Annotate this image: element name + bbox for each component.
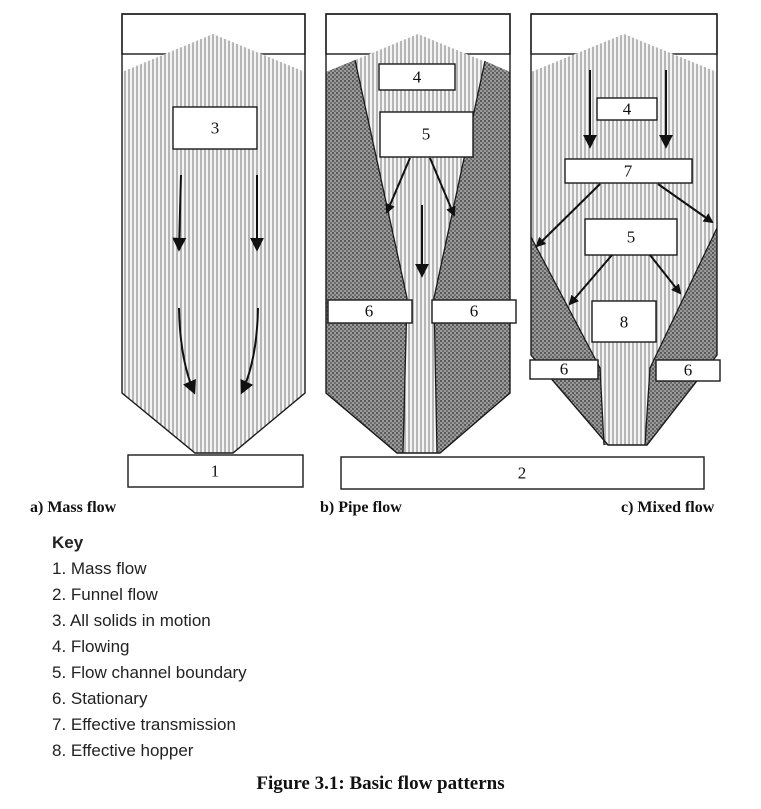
pipe-flow-box-4 bbox=[378, 63, 456, 91]
mass-flow-curve-left bbox=[178, 307, 196, 395]
mixed-flow-box-5 bbox=[584, 218, 678, 256]
mixed-flow-pointer-5-left bbox=[568, 254, 613, 306]
mixed-flow-label-7: 7 bbox=[624, 162, 633, 181]
pipe-flow-box-6-left bbox=[327, 299, 413, 324]
key-item-8: 8. Effective hopper bbox=[52, 741, 194, 760]
pipe-flow-stationary-right bbox=[434, 61, 510, 453]
mass-flow-label-3: 3 bbox=[211, 119, 220, 138]
mass-flow-box-3 bbox=[172, 106, 258, 150]
mass-flow-bin-outline bbox=[121, 13, 306, 454]
pipe-flow-label-4: 4 bbox=[413, 68, 422, 87]
mixed-flow-diagram: 4 7 5 8 6 6 c) Mixed flow bbox=[529, 13, 721, 516]
key-item-1: 1. Mass flow bbox=[52, 559, 147, 578]
pipe-flow-label-2: 2 bbox=[518, 464, 527, 483]
pipe-flow-label-6-left: 6 bbox=[365, 302, 374, 321]
pipe-flow-boundary-left bbox=[354, 59, 408, 454]
mixed-flow-stationary-left bbox=[531, 237, 608, 445]
mass-flow-arrow-left bbox=[172, 174, 187, 252]
pipe-flow-stationary-left bbox=[326, 60, 407, 453]
pipe-flow-box-6-right bbox=[431, 299, 517, 324]
mixed-flow-boundary-left bbox=[530, 236, 605, 446]
mass-flow-caption: a) Mass flow bbox=[30, 499, 117, 516]
key-title: Key bbox=[52, 533, 84, 552]
key-item-4: 4. Flowing bbox=[52, 637, 130, 656]
mixed-flow-label-8: 8 bbox=[620, 313, 629, 332]
mass-flow-diagram: 3 1 a) Mass flow bbox=[30, 13, 306, 516]
mixed-flow-bin-outline bbox=[530, 13, 718, 446]
mixed-flow-label-6-right: 6 bbox=[684, 361, 693, 380]
mixed-flow-label-5: 5 bbox=[627, 228, 636, 247]
mixed-flow-pointer-5-right bbox=[649, 254, 682, 295]
key-legend: Key 1. Mass flow 2. Funnel flow 3. All s… bbox=[52, 530, 247, 764]
key-item-2: 2. Funnel flow bbox=[52, 585, 158, 604]
mixed-flow-box-4 bbox=[596, 97, 658, 121]
mixed-flow-caption: c) Mixed flow bbox=[621, 499, 715, 516]
pipe-flow-diagram: 4 5 6 6 2 b) Pipe flow bbox=[320, 13, 705, 516]
mixed-flow-pointer-7-right bbox=[657, 183, 714, 224]
pipe-flow-label-5: 5 bbox=[422, 125, 431, 144]
mass-flow-label-1: 1 bbox=[211, 462, 220, 481]
pipe-flow-box-5 bbox=[379, 111, 474, 158]
mass-flow-material bbox=[122, 34, 305, 453]
key-item-7: 7. Effective transmission bbox=[52, 715, 236, 734]
pipe-flow-label-6-right: 6 bbox=[470, 302, 479, 321]
mixed-flow-box-6-left bbox=[529, 359, 599, 380]
mass-flow-curve-right bbox=[240, 307, 259, 395]
mixed-flow-box-8 bbox=[591, 300, 657, 343]
mixed-flow-box-6-right bbox=[655, 359, 721, 382]
mixed-flow-box-7 bbox=[564, 158, 693, 184]
key-item-3: 3. All solids in motion bbox=[52, 611, 211, 630]
key-item-5: 5. Flow channel boundary bbox=[52, 663, 247, 682]
pipe-flow-pointer-5-left bbox=[385, 157, 411, 214]
pipe-flow-pointer-5-right bbox=[429, 157, 456, 217]
mixed-flow-pointer-7-left bbox=[535, 183, 601, 248]
pipe-flow-caption: b) Pipe flow bbox=[320, 499, 402, 516]
pipe-flow-base-2 bbox=[340, 456, 705, 490]
mixed-flow-label-4: 4 bbox=[623, 100, 632, 119]
mass-flow-base-1 bbox=[127, 454, 304, 488]
mixed-flow-stationary-right bbox=[645, 228, 717, 445]
figure-title: Figure 3.1: Basic flow patterns bbox=[256, 773, 505, 794]
mixed-flow-boundary-right bbox=[644, 227, 718, 446]
pipe-flow-bin-outline bbox=[325, 13, 511, 454]
key-item-6: 6. Stationary bbox=[52, 689, 148, 708]
mixed-flow-label-6-left: 6 bbox=[560, 360, 569, 379]
